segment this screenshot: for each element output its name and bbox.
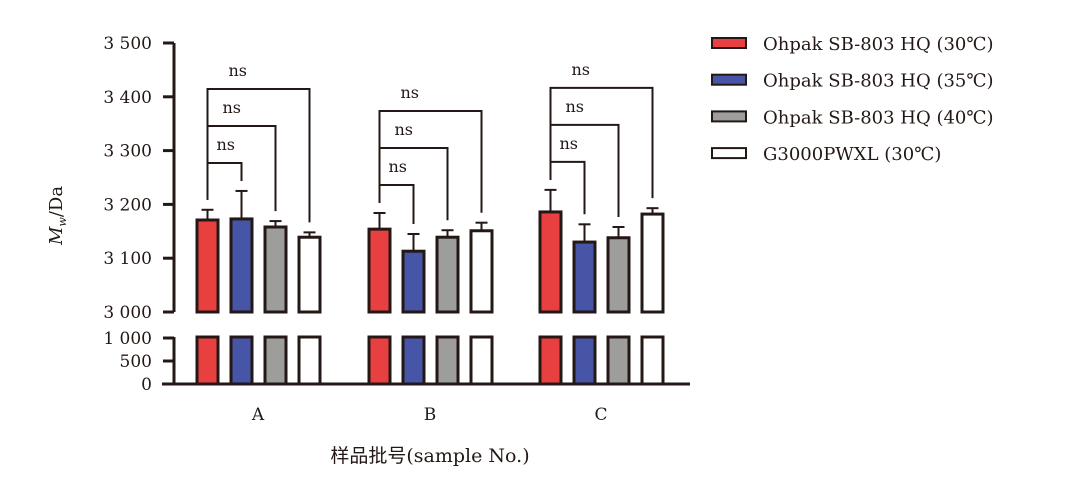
significance-label: ns: [389, 157, 408, 176]
significance-label: ns: [560, 134, 579, 153]
legend-swatch: [711, 147, 747, 160]
bar-upper: [367, 227, 392, 314]
significance-label: ns: [566, 97, 585, 116]
significance-bracket: [378, 110, 483, 213]
legend-label: Ohpak SB-803 HQ (40℃): [763, 107, 994, 128]
y-tick-label: 0: [141, 375, 152, 395]
bar-upper: [435, 235, 460, 314]
bar-upper: [263, 225, 288, 314]
significance-label: ns: [223, 98, 242, 117]
significance-label: ns: [572, 60, 591, 79]
bar-lower: [572, 335, 597, 386]
legend-swatch: [711, 73, 747, 86]
x-axis-label: 样品批号(sample No.): [330, 445, 529, 467]
y-tick-label: 3 000: [103, 303, 152, 323]
bar-upper: [229, 217, 254, 314]
y-tick-label: 3 300: [103, 142, 152, 162]
y-tick-label: 1 000: [103, 329, 152, 349]
bar-upper: [572, 240, 597, 314]
legend-label: Ohpak SB-803 HQ (35℃): [763, 71, 994, 92]
bar-upper: [469, 229, 494, 314]
significance-bracket: [549, 86, 654, 199]
bar-lower: [606, 335, 631, 386]
x-tick-label: C: [594, 405, 607, 425]
bar-lower: [297, 335, 322, 386]
y-tick-label: 3 500: [103, 34, 152, 54]
y-tick-label: 3 200: [103, 195, 152, 215]
bar-upper: [606, 236, 631, 314]
significance-bracket: [378, 184, 415, 224]
legend-swatch: [711, 110, 747, 123]
y-tick-label: 3 400: [103, 88, 152, 108]
bar-upper: [297, 235, 322, 314]
y-axis-label: Mw/Da: [46, 186, 69, 246]
bar-lower: [435, 335, 460, 386]
legend-swatch: [711, 37, 747, 49]
bar-upper: [538, 210, 563, 314]
legend-label: Ohpak SB-803 HQ (30℃): [763, 34, 994, 55]
bar-upper: [640, 212, 665, 314]
bar-lower: [469, 335, 494, 386]
significance-label: ns: [217, 135, 236, 154]
bar-lower: [367, 335, 392, 386]
significance-label: ns: [401, 83, 420, 102]
bar-upper: [401, 249, 426, 314]
bar-lower: [640, 335, 665, 386]
bar-lower: [263, 335, 288, 386]
significance-label: ns: [395, 120, 414, 139]
legend-label: G3000PWXL (30℃): [763, 144, 941, 165]
significance-bracket: [206, 161, 243, 200]
x-tick-label: A: [251, 405, 265, 425]
significance-bracket: [206, 87, 311, 223]
significance-bracket: [549, 160, 586, 215]
bar-lower: [538, 335, 563, 386]
bar-lower: [229, 335, 254, 386]
bar-lower: [401, 335, 426, 386]
y-tick-label: 3 100: [103, 249, 152, 269]
x-tick-label: B: [424, 405, 437, 425]
bar-lower: [195, 335, 220, 386]
y-tick-label: 500: [120, 352, 152, 372]
significance-label: ns: [229, 61, 248, 80]
bar-upper: [195, 218, 220, 314]
